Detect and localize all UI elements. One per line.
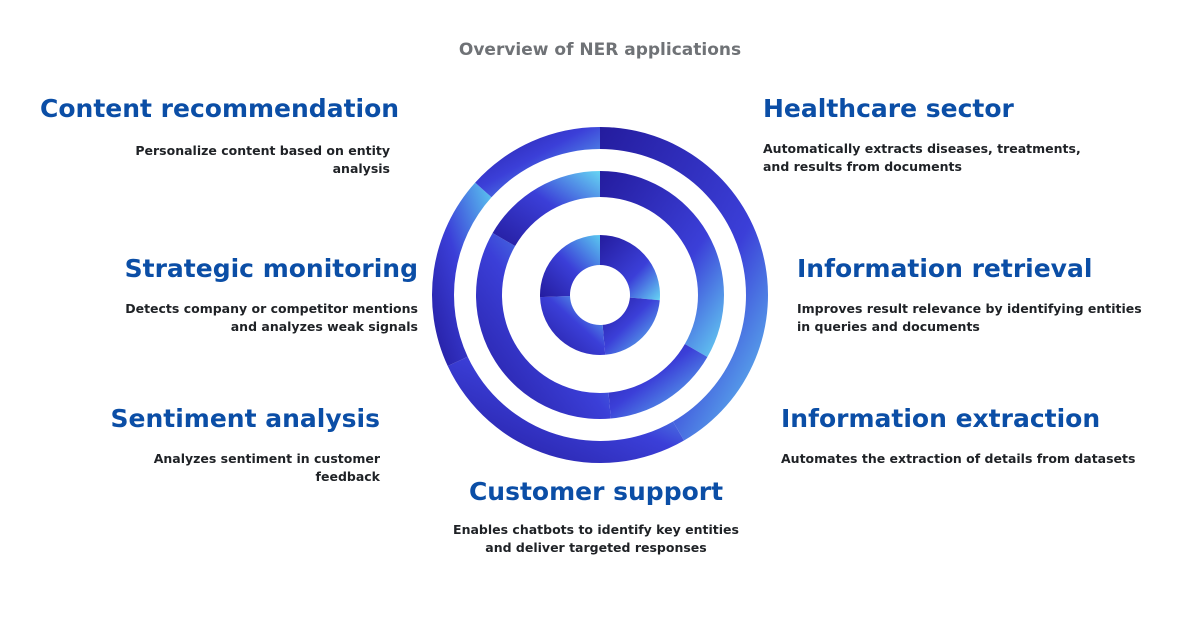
application-title: Customer support (468, 477, 724, 506)
application-title: Information retrieval (797, 254, 1093, 283)
ring-1-segment-4 (475, 127, 600, 198)
application-healthcare-sector: Healthcare sector Automatically extracts… (763, 94, 1163, 176)
application-description: Automates the extraction of details from… (781, 451, 1136, 466)
page-title: Overview of NER applications (458, 40, 742, 60)
ring-1-segment-1 (600, 127, 768, 441)
ring-segments (432, 127, 768, 464)
ring-2-segment-1 (600, 171, 724, 357)
ring-2-segment-3 (475, 233, 611, 419)
ring-2-segment-4 (492, 171, 600, 246)
ring-1-segment-3 (432, 182, 492, 366)
ring-3-segment-4 (540, 235, 600, 298)
application-title: Sentiment analysis (110, 404, 380, 433)
application-title: Content recommendation (40, 94, 400, 123)
application-description: Improves result relevance by identifying… (797, 301, 1142, 335)
application-title: Information extraction (781, 404, 1101, 433)
ring-2-segment-2 (608, 344, 708, 419)
ring-3-segment-1 (600, 235, 660, 301)
application-description: Personalize content based on entity anal… (135, 143, 390, 177)
ring-3-segment-2 (602, 297, 660, 355)
application-information-extraction: Information extraction Automates the ext… (781, 404, 1161, 468)
application-content-recommendation: Content recommendation Personalize conte… (40, 94, 400, 178)
application-customer-support: Customer support Enables chatbots to ide… (446, 477, 746, 557)
application-title: Strategic monitoring (124, 254, 418, 283)
application-description: Automatically extracts diseases, treatme… (763, 141, 1081, 175)
application-description: Enables chatbots to identify key entitie… (453, 522, 739, 556)
ring-1-segment-2 (447, 356, 684, 464)
application-description: Detects company or competitor mentions a… (125, 301, 418, 335)
ring-3-segment-3 (540, 296, 606, 355)
application-description: Analyzes sentiment in customer feedback (153, 451, 380, 485)
application-title: Healthcare sector (763, 94, 1014, 123)
application-information-retrieval: Information retrieval Improves result re… (797, 254, 1157, 336)
application-sentiment-analysis: Sentiment analysis Analyzes sentiment in… (40, 404, 380, 486)
concentric-rings-graphic (432, 127, 768, 464)
application-strategic-monitoring: Strategic monitoring Detects company or … (40, 254, 418, 336)
